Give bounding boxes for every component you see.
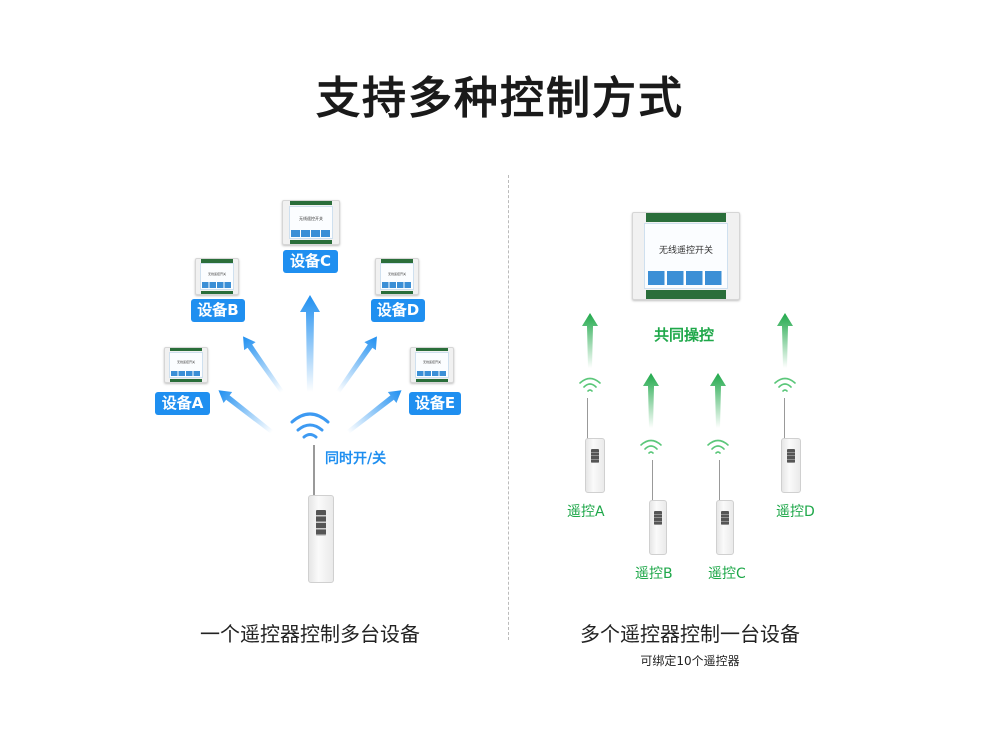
simultaneous-on-off-label: 同时开/关 xyxy=(325,451,387,467)
wifi-icon xyxy=(290,412,330,439)
device-badge-a: 设备A xyxy=(155,392,210,415)
device-badge-b: 设备B xyxy=(191,299,245,322)
device-image-c: 无线遥控开关 xyxy=(282,200,340,245)
wifi-icon xyxy=(579,377,601,392)
remote-antenna xyxy=(784,398,785,440)
arrow-to-device-b xyxy=(237,332,288,397)
remote-antenna xyxy=(719,460,720,502)
remote-antenna xyxy=(587,398,588,440)
divider xyxy=(508,175,509,640)
wifi-icon xyxy=(707,439,729,454)
arrow-up-remote-c xyxy=(710,373,726,428)
arrow-up-remote-d xyxy=(777,313,793,368)
remote-c-image xyxy=(716,500,734,555)
remote-antenna xyxy=(652,460,653,502)
device-image-b: 无线遥控开关 xyxy=(195,258,239,295)
device-badge-d: 设备D xyxy=(371,299,425,322)
device-image-a: 无线遥控开关 xyxy=(164,347,208,383)
device-badge-c: 设备C xyxy=(283,250,338,273)
arrow-up-remote-a xyxy=(582,313,598,368)
page-title: 支持多种控制方式 xyxy=(316,73,684,124)
remote-control-image xyxy=(308,495,334,583)
wifi-icon xyxy=(774,377,796,392)
device-image-d: 无线遥控开关 xyxy=(375,258,419,295)
arrow-to-device-e xyxy=(343,384,406,438)
remote-antenna xyxy=(313,445,315,497)
device-image-main: 无线遥控开关 xyxy=(632,212,740,300)
device-image-e: 无线遥控开关 xyxy=(410,347,454,383)
remote-b-image xyxy=(649,500,667,555)
remote-label-a: 遥控A xyxy=(567,504,605,520)
wifi-icon xyxy=(640,439,662,454)
shared-control-label: 共同操控 xyxy=(654,326,715,344)
arrow-up-remote-b xyxy=(643,373,659,428)
arrow-to-device-c xyxy=(300,295,320,392)
arrow-to-device-d xyxy=(332,332,383,397)
remote-label-b: 遥控B xyxy=(635,566,673,582)
right-caption: 多个遥控器控制一台设备 xyxy=(580,622,800,646)
remote-label-d: 遥控D xyxy=(776,504,815,520)
right-subcaption: 可绑定10个遥控器 xyxy=(640,654,740,668)
remote-a-image xyxy=(585,438,605,493)
arrow-to-device-a xyxy=(214,384,277,438)
remote-d-image xyxy=(781,438,801,493)
remote-label-c: 遥控C xyxy=(708,566,746,582)
left-caption: 一个遥控器控制多台设备 xyxy=(200,622,420,646)
device-badge-e: 设备E xyxy=(409,392,461,415)
